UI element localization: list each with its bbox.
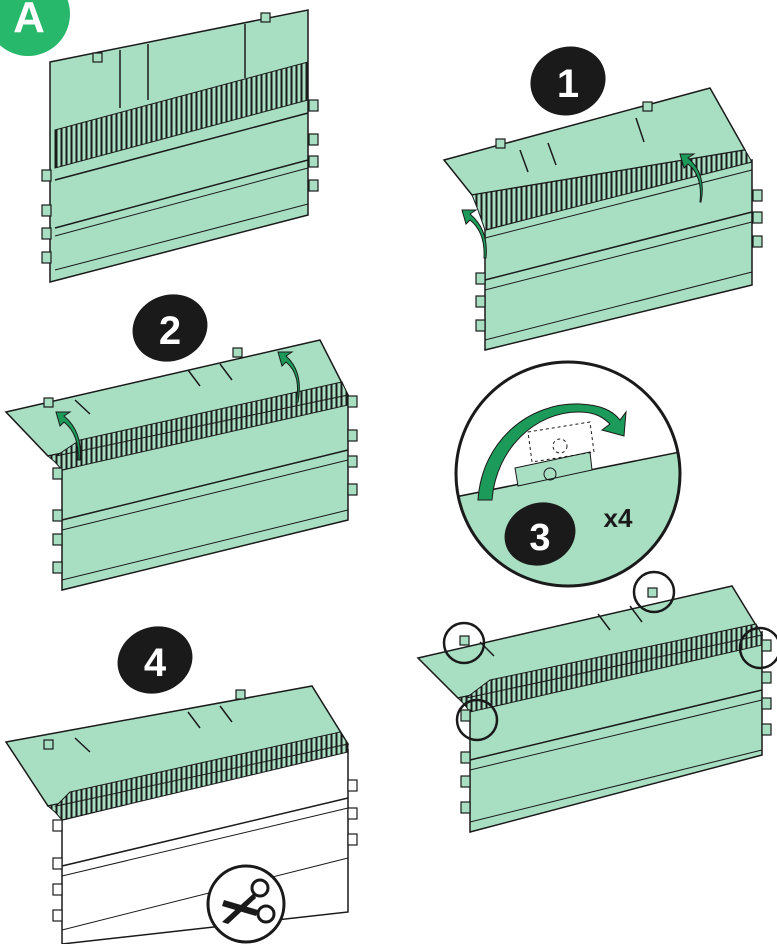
panel-4 [6,686,357,944]
step-2-badge: 2 [123,284,217,372]
multiplier-label: x4 [604,503,633,533]
step-2-number: 2 [159,309,181,353]
step-3-number: 3 [529,517,550,559]
step-4-badge: 4 [108,616,202,704]
panel-1 [444,88,762,350]
step-1-number: 1 [557,62,579,106]
badge-a-label: A [13,0,45,42]
scissors-icon [208,866,284,942]
panel-2 [6,340,357,590]
step-4-number: 4 [144,641,167,685]
magnifier-circle: 3 x4 [440,362,700,620]
panel-a-flat [42,10,318,282]
step-1-badge: 1 [521,36,616,126]
panel-3 [418,572,777,832]
badge-a: A [0,0,70,56]
